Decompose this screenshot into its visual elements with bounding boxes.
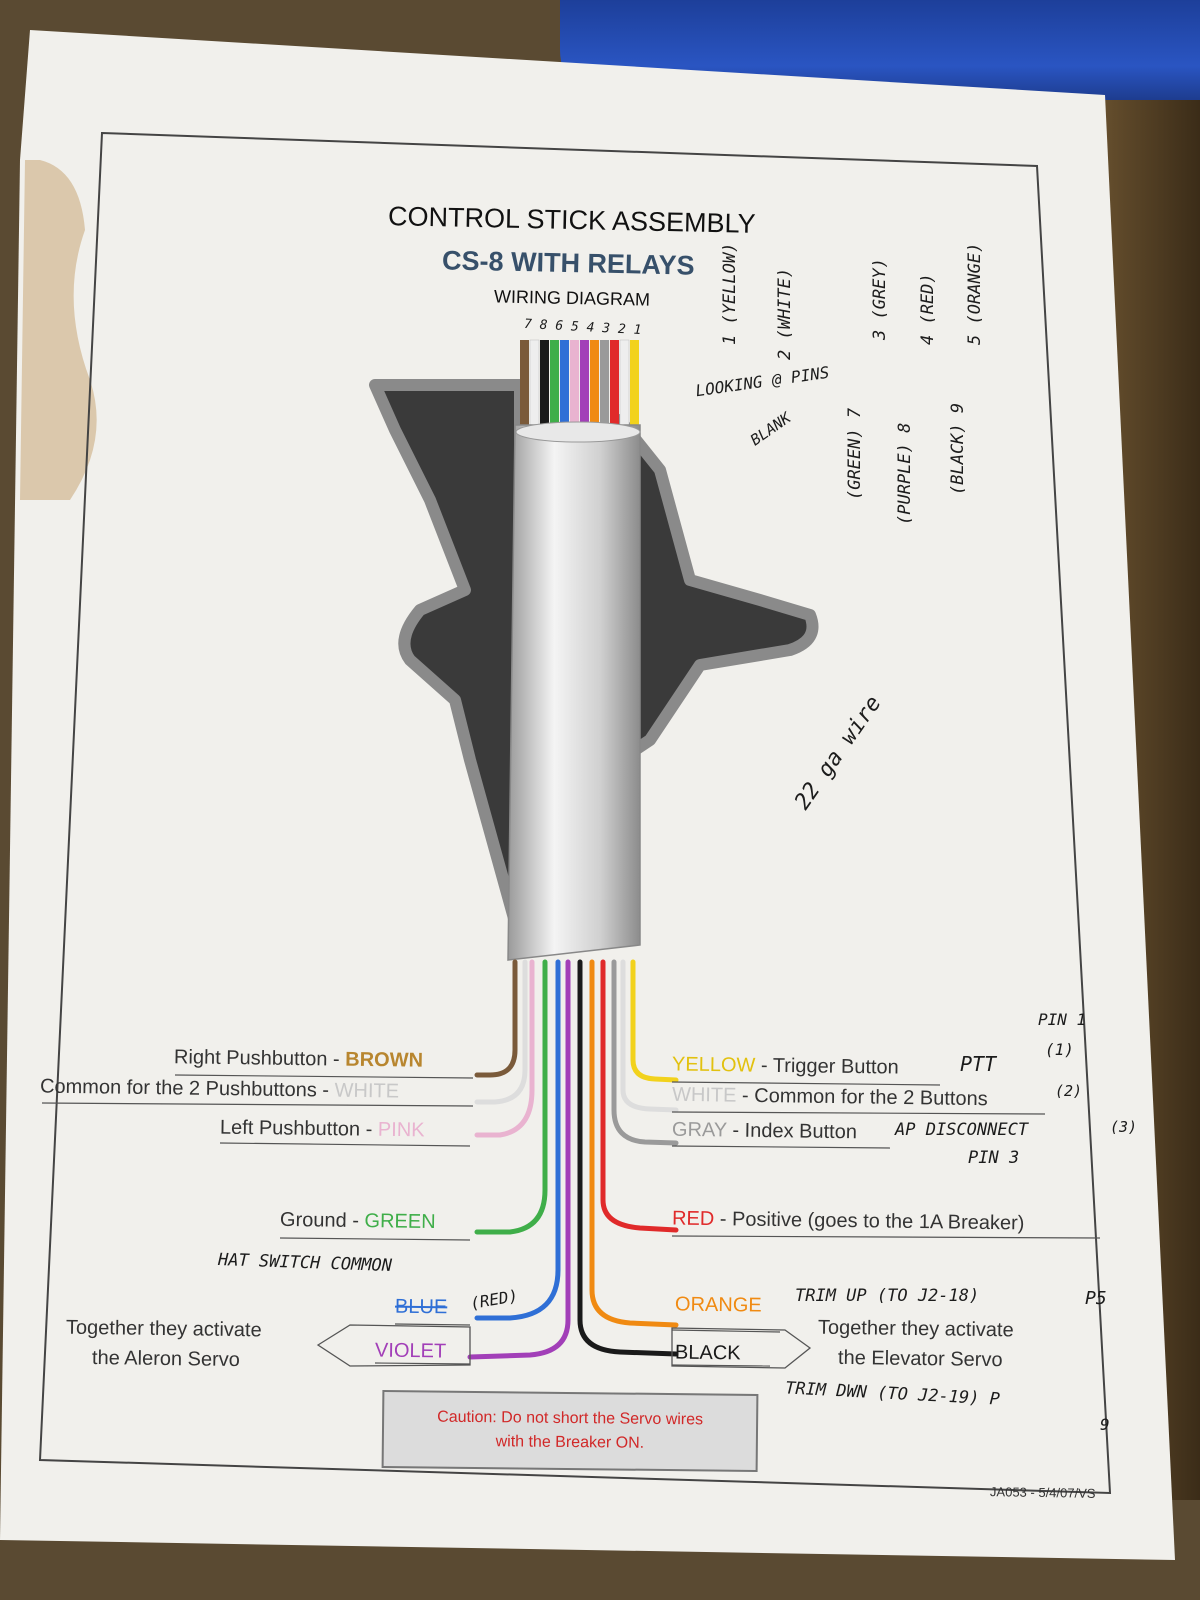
caution-line2: with the Breaker ON. <box>495 1433 645 1452</box>
label-gray: GRAY - Index Button <box>671 1118 858 1144</box>
label-orange: ORANGE <box>674 1293 762 1317</box>
top-wires <box>520 339 639 431</box>
pin3-note: PIN 3 <box>968 1148 1020 1168</box>
stick-tube-top <box>515 421 641 443</box>
document-reference: JA053 - 5/4/07/VS <box>989 1484 1096 1501</box>
elevator-note-line1: Together they activate <box>817 1316 1014 1342</box>
label-red: RED - Positive (goes to the 1A Breaker) <box>671 1207 1025 1235</box>
left-underlines <box>41 1074 474 1365</box>
trim-up-note: TRIM UP (TO J2-18) <box>795 1286 980 1306</box>
right-underlines <box>671 1081 1101 1367</box>
label-black: BLACK <box>674 1341 741 1365</box>
diagram-subsubtitle: WIRING DIAGRAM <box>493 286 651 310</box>
pin-note-4: 4 (RED) <box>918 273 938 345</box>
label-blue: BLUE <box>394 1295 448 1319</box>
stick-tube <box>507 424 641 961</box>
bottom-wires <box>467 959 679 1360</box>
aileron-arrow <box>316 1324 471 1367</box>
pin-note-2: 2 (WHITE) <box>775 267 795 360</box>
white-num-note: (2) <box>1055 1082 1083 1100</box>
pin-note-3: 3 (GREY) <box>870 258 890 340</box>
pin1-num-note: (1) <box>1045 1040 1074 1059</box>
trim-down-pin-note: 9 <box>1100 1415 1110 1434</box>
label-pink: Left Pushbutton - PINK <box>219 1116 425 1142</box>
label-brown: Right Pushbutton - BROWN <box>173 1046 424 1072</box>
aileron-note-line2: the Aleron Servo <box>91 1346 241 1372</box>
caution-box: Caution: Do not short the Servo wires wi… <box>381 1390 759 1472</box>
grip-right-body <box>614 414 819 766</box>
paper-stain <box>20 160 97 500</box>
trim-up-pin-note: P5 <box>1085 1288 1107 1309</box>
label-violet: VIOLET <box>374 1339 447 1363</box>
label-yellow: YELLOW - Trigger Button <box>671 1053 899 1079</box>
grip-left-body <box>369 379 526 946</box>
diagram-subtitle: CS-8 WITH RELAYS <box>441 245 695 281</box>
aileron-note-line1: Together they activate <box>65 1316 262 1342</box>
label-white-right: WHITE - Common for the 2 Buttons <box>671 1083 988 1111</box>
gray-num-note: (3) <box>1110 1118 1138 1136</box>
pin-note-7: (GREEN) 7 <box>845 407 865 500</box>
pin-note-8: (PURPLE) 8 <box>895 422 915 525</box>
label-green: Ground - GREEN <box>279 1208 436 1234</box>
pin1-note: PIN 1 <box>1038 1010 1087 1029</box>
pin-note-9: (BLACK) 9 <box>948 402 968 495</box>
elevator-arrow <box>671 1327 812 1369</box>
elevator-note-line2: the Elevator Servo <box>837 1346 1003 1372</box>
pin-note-5: 5 (ORANGE) <box>965 242 985 345</box>
diagram-border <box>38 131 1112 1495</box>
ptt-note: PTT <box>960 1052 997 1076</box>
ap-disconnect-note: AP DISCONNECT <box>895 1120 1029 1140</box>
pin-note-1: 1 (YELLOW) <box>720 242 740 345</box>
